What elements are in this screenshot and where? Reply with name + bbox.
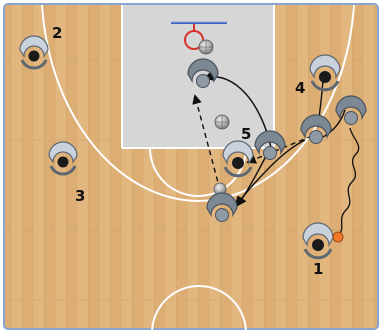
player-1-ball-icon — [333, 232, 343, 242]
player-2-label: 2 — [52, 24, 62, 42]
basketball-icon — [215, 115, 229, 129]
player-4-label: 4 — [295, 79, 305, 97]
player-5-label: 5 — [241, 125, 251, 143]
ball-at-rim-icon — [199, 40, 213, 54]
player-3-label: 3 — [75, 187, 85, 205]
player-1-label: 1 — [313, 260, 323, 278]
